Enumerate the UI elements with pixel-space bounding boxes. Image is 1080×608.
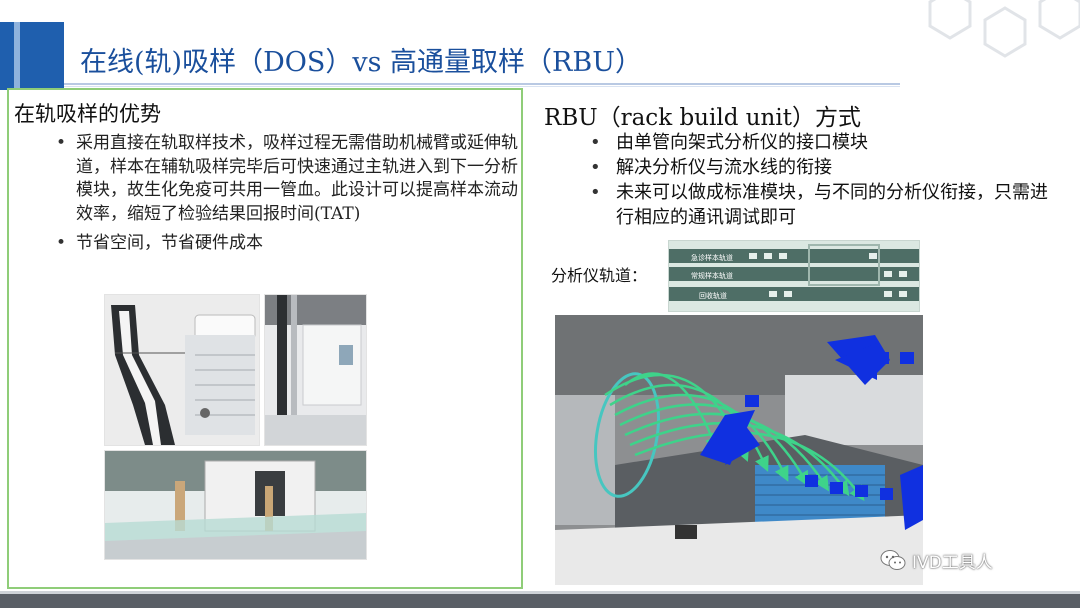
header-accent-stripe xyxy=(14,22,20,90)
right-bullet-2: 解决分析仪与流水线的衔接 xyxy=(590,155,1050,180)
wechat-icon xyxy=(880,550,906,570)
title-divider-light xyxy=(64,86,900,87)
watermark: IVD工具人 xyxy=(880,548,993,573)
title-divider xyxy=(64,83,900,85)
on-track-sampling-photo-1 xyxy=(104,294,260,446)
left-panel-frame xyxy=(7,88,523,589)
header-accent-block xyxy=(0,22,64,90)
slide-title: 在线(轨)吸样（DOS）vs 高通量取样（RBU） xyxy=(80,47,642,78)
track-lane-2: 常规样本轨道 xyxy=(691,271,733,280)
right-heading: RBU（rack build unit）方式 xyxy=(544,105,861,131)
track-lane-3: 回收轨道 xyxy=(699,291,727,300)
left-bullet-2: 节省空间，节省硬件成本 xyxy=(56,232,526,256)
rbu-module-photo xyxy=(555,315,923,585)
analyzer-track-label: 分析仪轨道： xyxy=(551,266,648,285)
footer-bar xyxy=(0,594,1080,608)
right-bullet-list: 由单管向架式分析仪的接口模块 解决分析仪与流水线的衔接 未来可以做成标准模块，与… xyxy=(590,130,1050,230)
track-lane-1: 急诊样本轨道 xyxy=(691,253,733,262)
hexagon-decoration xyxy=(928,0,1080,58)
watermark-text: IVD工具人 xyxy=(912,552,993,573)
left-bullet-1: 采用直接在轨取样技术，吸样过程无需借助机械臂或延伸轨道，样本在辅轨吸样完毕后可快… xyxy=(56,132,526,226)
left-bullet-list: 采用直接在轨取样技术，吸样过程无需借助机械臂或延伸轨道，样本在辅轨吸样完毕后可快… xyxy=(56,132,526,262)
footer-stripe xyxy=(0,591,1080,594)
right-bullet-3: 未来可以做成标准模块，与不同的分析仪衔接，只需进行相应的通讯调试即可 xyxy=(590,180,1050,230)
on-track-sampling-photo-3 xyxy=(104,450,367,560)
analyzer-track-diagram: 急诊样本轨道 常规样本轨道 回收轨道 xyxy=(668,240,920,312)
left-heading: 在轨吸样的优势 xyxy=(14,102,161,126)
right-bullet-1: 由单管向架式分析仪的接口模块 xyxy=(590,130,1050,155)
on-track-sampling-photo-2 xyxy=(264,294,367,446)
